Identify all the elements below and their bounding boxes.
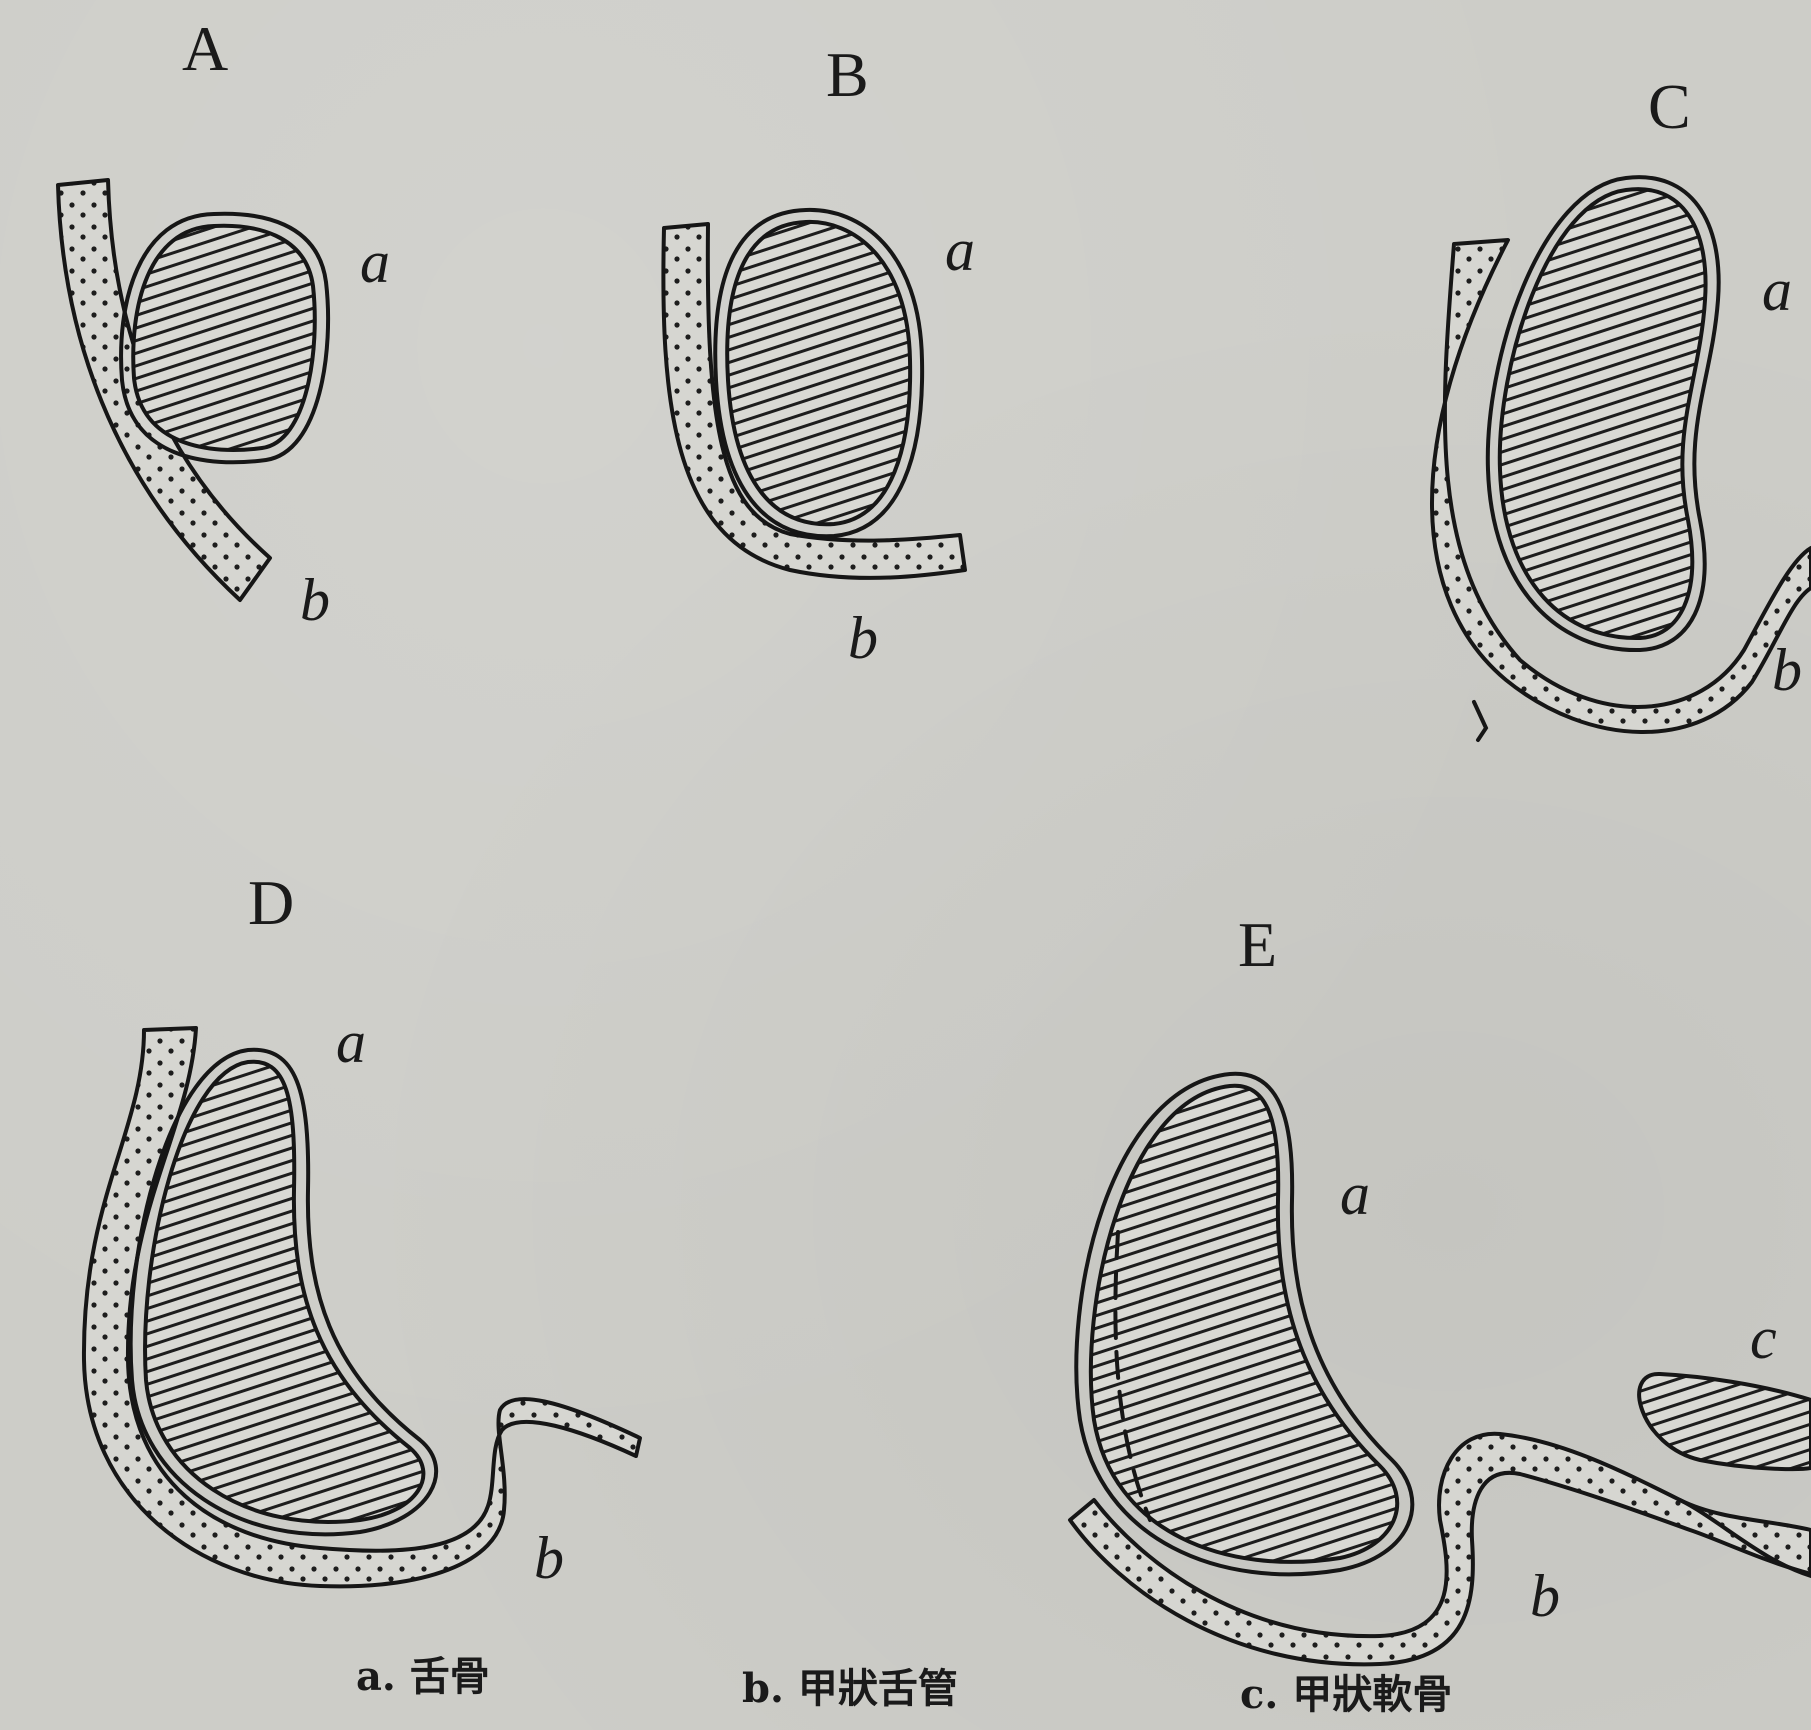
bone-hyoid-c bbox=[1500, 189, 1706, 638]
label-b-panel-a: b bbox=[300, 567, 330, 633]
panel-e: E a b c bbox=[1070, 909, 1811, 1664]
panel-letter-a: A bbox=[182, 13, 228, 84]
panel-c: C a b bbox=[1432, 71, 1811, 740]
label-b-panel-e: b bbox=[1530, 1563, 1560, 1629]
label-b-panel-b: b bbox=[848, 605, 878, 671]
label-a-panel-d: a bbox=[336, 1009, 366, 1075]
label-c-panel-e: c bbox=[1750, 1305, 1777, 1371]
legend-item-c: c. 甲狀軟骨 bbox=[1240, 1671, 1452, 1718]
legend: a. 舌骨 b. 甲狀舌管 c. 甲狀軟骨 bbox=[356, 1653, 1452, 1718]
label-a-panel-a: a bbox=[360, 229, 390, 295]
cartilage-thyroid-e bbox=[1639, 1374, 1811, 1469]
label-b-panel-c: b bbox=[1772, 637, 1802, 703]
bone-hyoid-d bbox=[145, 1062, 423, 1522]
bone-hyoid-a bbox=[133, 226, 315, 450]
legend-item-b: b. 甲狀舌管 bbox=[742, 1665, 958, 1712]
panel-a: A a b bbox=[58, 13, 390, 633]
label-a-panel-e: a bbox=[1340, 1161, 1370, 1227]
label-b-panel-d: b bbox=[534, 1525, 564, 1591]
panel-letter-e: E bbox=[1238, 909, 1277, 980]
legend-item-a: a. 舌骨 bbox=[356, 1653, 490, 1700]
bone-hyoid-b bbox=[727, 222, 910, 524]
bone-hyoid-e bbox=[1091, 1086, 1397, 1562]
panel-letter-d: D bbox=[248, 867, 294, 938]
label-a-panel-c: a bbox=[1762, 257, 1792, 323]
ink-mark bbox=[1474, 702, 1486, 740]
panel-b: B a b bbox=[663, 39, 975, 671]
label-a-panel-b: a bbox=[945, 217, 975, 283]
panel-d: D a b bbox=[84, 867, 640, 1591]
panel-letter-b: B bbox=[826, 39, 869, 110]
panel-letter-c: C bbox=[1648, 71, 1691, 142]
